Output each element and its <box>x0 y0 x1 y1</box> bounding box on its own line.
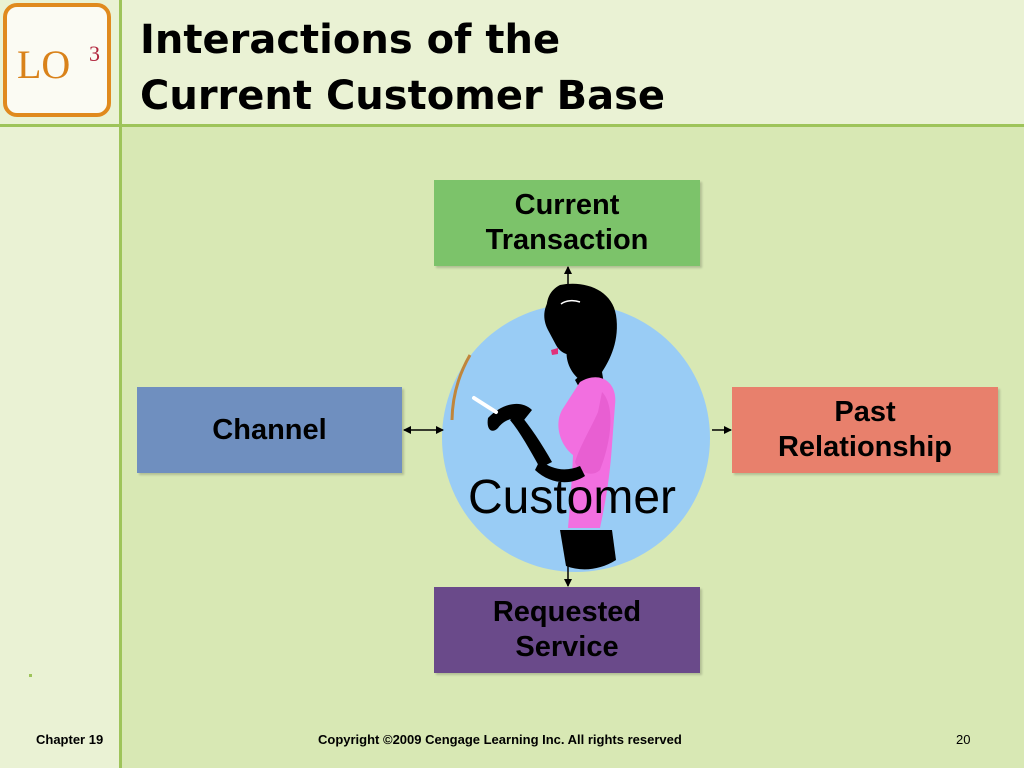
header-divider <box>0 124 1024 127</box>
badge-superscript: 3 <box>89 41 100 66</box>
customer-label: Customer <box>467 471 677 524</box>
woman-phone-illustration <box>472 283 617 570</box>
requested-service-box: Requested Service <box>434 587 700 673</box>
circle-shadow-arc <box>450 354 472 421</box>
footer-copyright: Copyright ©2009 Cengage Learning Inc. Al… <box>318 732 682 747</box>
decorative-dot <box>29 674 32 677</box>
title-line-1: Interactions of the <box>140 17 561 63</box>
learning-objective-badge: LO 3 <box>3 3 111 117</box>
title-line-2: Current Customer Base <box>140 73 666 119</box>
current-transaction-box: Current Transaction <box>434 180 700 266</box>
footer-chapter: Chapter 19 <box>36 732 104 747</box>
left-panel <box>0 127 120 768</box>
channel-label: Channel <box>212 413 327 446</box>
requested-service-label: Requested Service <box>492 596 642 663</box>
left-divider <box>119 0 122 768</box>
past-relationship-box: Past Relationship <box>732 387 998 473</box>
slide-title: Interactions of the Current Customer Bas… <box>140 12 665 124</box>
badge-text: LO <box>17 42 71 87</box>
header-bar <box>0 0 1024 125</box>
current-transaction-label: Current Transaction <box>485 189 649 256</box>
footer-page-number: 20 <box>956 732 971 747</box>
channel-box: Channel <box>137 387 402 473</box>
past-relationship-label: Past Relationship <box>777 396 952 463</box>
